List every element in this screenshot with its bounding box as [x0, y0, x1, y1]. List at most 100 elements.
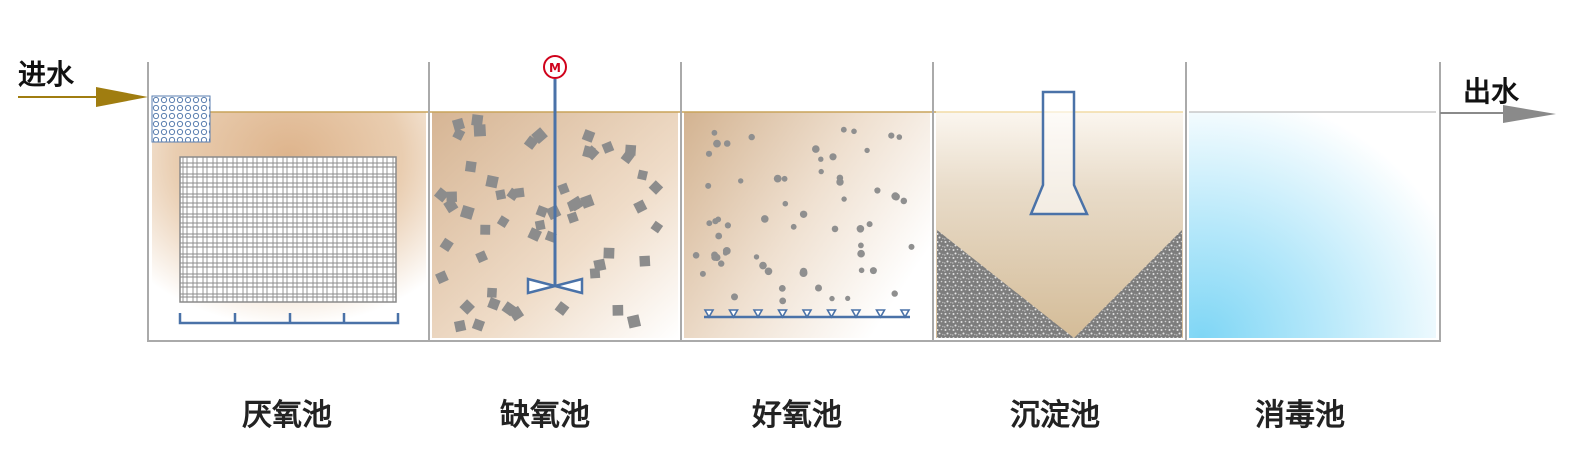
sludge-particle — [568, 195, 585, 212]
diffuser-head-icon — [899, 309, 911, 319]
air-bubble — [896, 134, 903, 140]
sludge-particle — [459, 205, 475, 220]
air-bubble — [836, 178, 844, 186]
sludge-particle — [581, 129, 596, 143]
sludge-particle — [612, 304, 624, 316]
air-bubble — [858, 267, 865, 274]
sludge-particle — [459, 299, 475, 315]
air-bubble — [858, 242, 864, 249]
air-bubble — [851, 128, 857, 135]
air-bubble — [731, 293, 738, 301]
outflow-arrow-icon — [1440, 105, 1556, 123]
disinfection-tank — [1189, 112, 1436, 338]
air-bubble — [699, 270, 706, 277]
air-bubble — [779, 297, 787, 305]
air-bubble — [712, 218, 719, 225]
sludge-particle — [534, 219, 546, 231]
settling-slope-right — [1074, 230, 1182, 338]
air-bubble — [900, 197, 908, 205]
inflow-label: 进水 — [18, 58, 75, 91]
sludge-particle — [637, 169, 648, 181]
sludge-particle — [633, 199, 648, 214]
sludge-particle — [435, 270, 449, 285]
sludge-particle — [554, 301, 570, 316]
air-bubble — [840, 126, 847, 133]
air-bubble — [818, 156, 824, 162]
air-bubble — [874, 187, 881, 194]
air-bubble — [818, 168, 824, 175]
tank-label-anoxic: 缺氧池 — [500, 398, 590, 433]
motor-icon: M — [543, 55, 567, 79]
air-bubble — [799, 210, 808, 218]
air-bubble — [724, 222, 732, 229]
air-bubble — [778, 285, 786, 292]
air-bubble — [799, 269, 808, 277]
sludge-particle — [650, 220, 664, 234]
sludge-particle — [473, 124, 487, 137]
motor-label: M — [549, 61, 561, 75]
sludge-particle — [557, 182, 570, 195]
packing-media-icon — [179, 156, 397, 303]
air-bubble — [706, 220, 713, 227]
diffuser-head-icon — [875, 309, 886, 319]
air-bubble — [705, 182, 712, 189]
sludge-particle — [593, 258, 607, 272]
sludge-particle — [582, 145, 596, 159]
air-bubble — [812, 145, 820, 153]
sludge-particle — [626, 314, 642, 329]
sludge-particle — [495, 189, 507, 201]
sludge-particle — [480, 224, 491, 235]
inflow-arrow-icon — [18, 87, 148, 107]
air-bubble — [713, 139, 721, 148]
sludge-particle — [535, 205, 549, 218]
aerobic-tank — [684, 112, 930, 338]
air-bubble — [715, 232, 723, 240]
diffuser-head-icon — [826, 309, 837, 319]
air-bubble — [722, 250, 729, 256]
air-bubble — [908, 243, 915, 250]
sludge-particle — [464, 160, 477, 173]
sludge-particle — [451, 117, 466, 131]
sludge-particle — [603, 247, 615, 259]
sludge-particle — [527, 227, 543, 242]
sludge-particle — [475, 250, 489, 264]
diffuser-head-icon — [850, 309, 862, 319]
air-bubble — [753, 254, 760, 260]
air-bubble — [829, 295, 835, 302]
sludge-particle — [531, 127, 548, 145]
sludge-particle — [601, 141, 615, 154]
sludge-particle — [446, 191, 457, 203]
air-bubble — [857, 249, 865, 258]
bottom-pipe-icon — [178, 313, 400, 325]
air-bubble — [705, 150, 713, 157]
air-bubble — [891, 290, 898, 297]
diffuser-head-icon — [703, 309, 715, 319]
air-bubble — [869, 267, 877, 275]
air-bubble — [764, 267, 773, 276]
sludge-particle — [506, 187, 520, 202]
sludge-particle — [620, 150, 635, 165]
sludge-particle — [496, 215, 510, 228]
diffuser-head-icon — [752, 309, 764, 319]
air-bubble — [711, 129, 718, 136]
air-bubble — [773, 174, 782, 183]
sludge-particle — [566, 211, 579, 224]
sludge-particle — [486, 287, 497, 298]
air-bubble — [829, 153, 837, 161]
air-bubble — [782, 200, 789, 207]
tank-label-anaerobic: 厌氧池 — [242, 398, 332, 433]
tank-walls — [147, 62, 1441, 342]
air-bubble — [888, 132, 895, 139]
sludge-particle — [439, 237, 454, 252]
diffuser-head-icon — [777, 309, 788, 319]
air-bubble — [864, 147, 870, 154]
air-bubble — [738, 178, 744, 184]
sedimentation-hopper-icon — [1029, 90, 1089, 216]
sludge-particle — [433, 187, 450, 203]
air-bubble — [790, 223, 797, 230]
tank-label-aerobic: 好氧池 — [751, 398, 842, 433]
air-bubble — [856, 225, 865, 233]
air-bubble — [815, 284, 822, 292]
air-bubble — [891, 192, 900, 201]
